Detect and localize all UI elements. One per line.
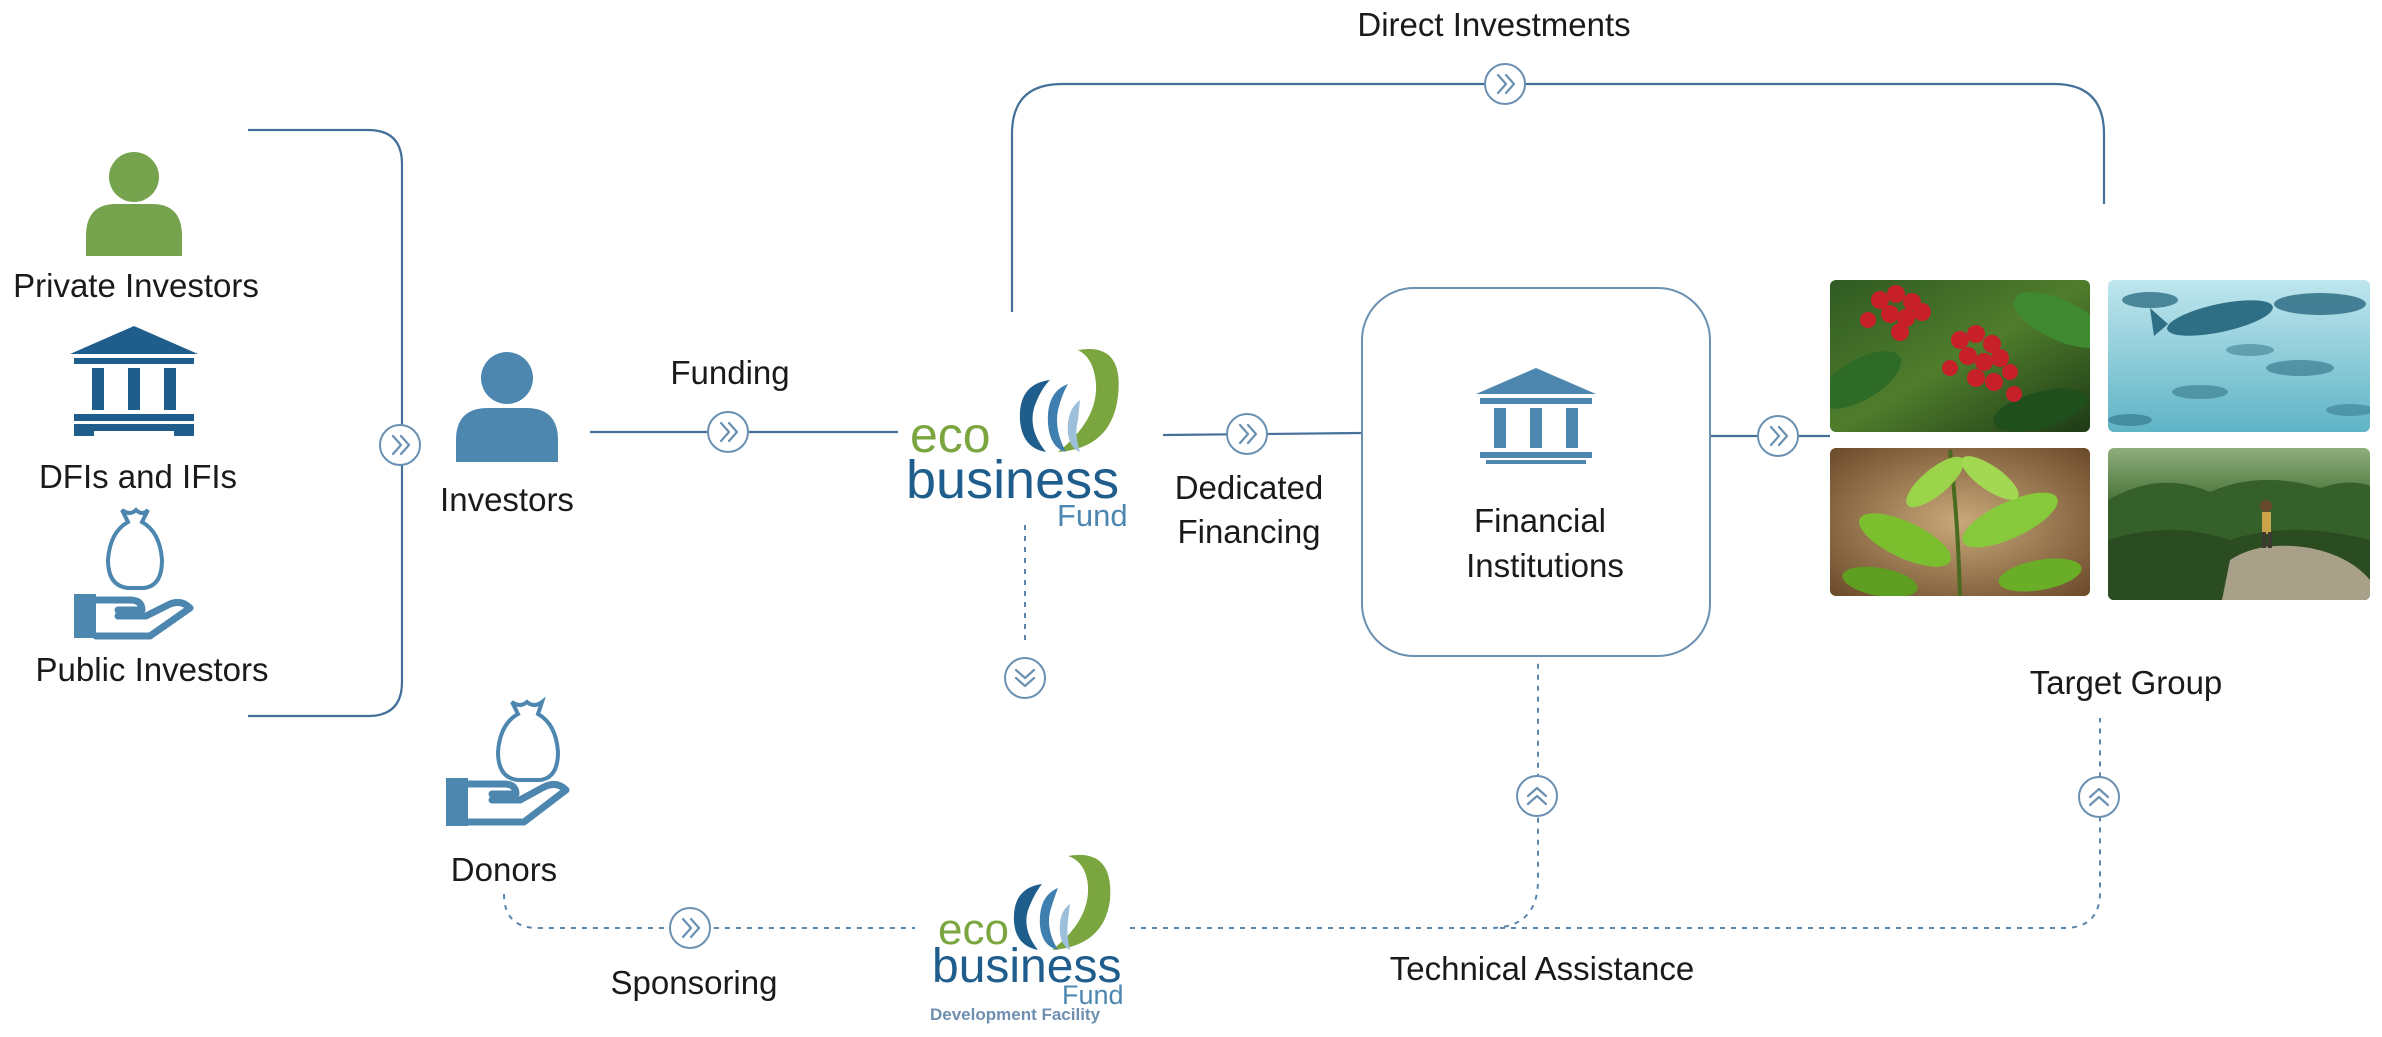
technical-assistance-dashed-line — [1130, 658, 1539, 929]
dfis-bank-icon — [70, 326, 198, 436]
facility-logo-subtitle-text: Development Facility — [930, 1005, 1101, 1024]
target-group-dashed-line — [1500, 718, 2101, 929]
facility-logo-business-text: business — [932, 940, 1121, 993]
fish-school-photo — [2108, 280, 2370, 432]
target-group-chevron-icon — [1757, 415, 1799, 457]
private-investors-person-icon — [86, 152, 182, 256]
donors-hand-money-bag-icon — [446, 696, 570, 826]
eco-business-development-facility-logo: eco business Fund Development Facility — [930, 854, 1124, 1024]
fund-logo-business-text: business — [906, 450, 1119, 510]
donors-label: Donors — [451, 851, 557, 888]
technical-assistance-label: Technical Assistance — [1390, 950, 1695, 987]
bracket-chevron-icon — [379, 424, 421, 466]
target-group-up-chevron-icon — [2078, 776, 2120, 818]
fund-logo-eco-text: eco — [910, 407, 991, 463]
dedicated-financing-label-line1: Dedicated — [1175, 469, 1324, 506]
green-leaves-photo — [1830, 448, 2090, 596]
sponsoring-dashed-line — [503, 893, 915, 929]
direct-investments-label: Direct Investments — [1357, 6, 1630, 43]
investors-label: Investors — [440, 481, 574, 518]
dedicated-financing-label-line2: Financing — [1177, 513, 1320, 550]
facility-logo-fund-text: Fund — [1062, 980, 1124, 1010]
financial-institutions-box — [1361, 287, 1711, 657]
financial-institutions-label-line2: Institutions — [1466, 547, 1624, 584]
funding-chevron-icon — [707, 411, 749, 453]
investor-group-bracket — [248, 128, 404, 718]
financial-institutions-label-line1: Financial — [1474, 502, 1606, 539]
financial-institutions-bank-icon — [1476, 368, 1596, 464]
coffee-cherries-photo — [1830, 280, 2090, 432]
facility-logo-eco-text: eco — [938, 905, 1009, 954]
dfis-ifis-label: DFIs and IFIs — [39, 458, 237, 495]
sponsoring-label: Sponsoring — [611, 964, 778, 1001]
investors-person-icon — [456, 352, 558, 462]
target-group-label: Target Group — [2030, 664, 2223, 701]
fund-down-chevron-icon — [1004, 657, 1046, 699]
forest-hiker-photo — [2108, 448, 2370, 600]
private-investors-label: Private Investors — [13, 267, 259, 304]
eco-business-fund-logo: eco business Fund — [906, 348, 1128, 533]
direct-investments-chevron-icon — [1484, 63, 1526, 105]
public-investors-label: Public Investors — [36, 651, 269, 688]
public-investors-hand-money-bag-icon — [74, 507, 194, 640]
direct-investments-line — [1010, 82, 2106, 312]
dedicated-financing-chevron-icon — [1226, 413, 1268, 455]
technical-assistance-up-chevron-icon — [1516, 775, 1558, 817]
sponsoring-chevron-icon — [669, 907, 711, 949]
funding-label: Funding — [670, 354, 789, 391]
fund-logo-fund-text: Fund — [1057, 498, 1128, 533]
